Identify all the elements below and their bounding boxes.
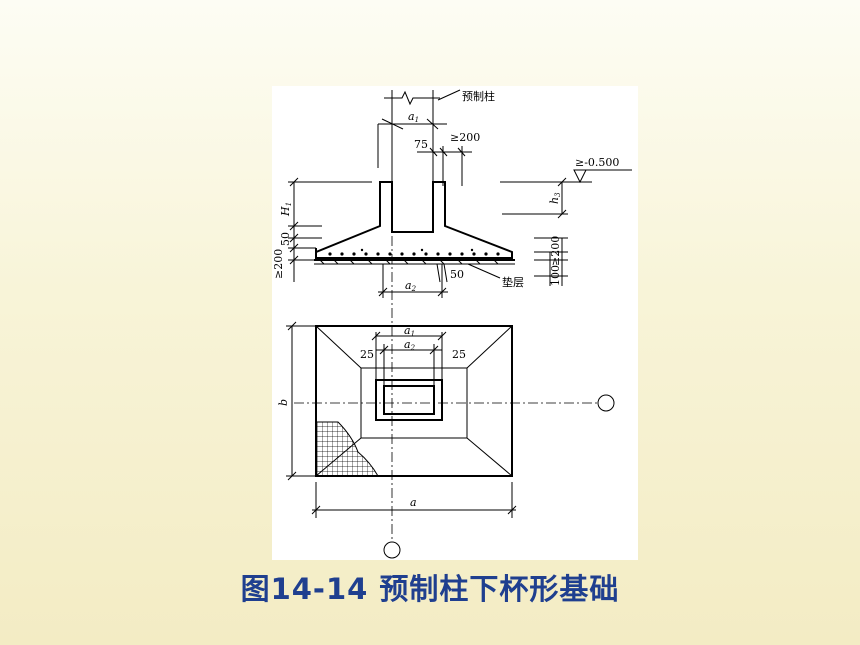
cushion-leader <box>467 263 501 279</box>
column-break-mark <box>384 90 440 106</box>
foundation-outline <box>315 181 513 259</box>
dim-100-label: 100 <box>549 265 562 286</box>
dim-200-left-label: ≥200 <box>272 249 285 279</box>
axis-bubble-right <box>597 394 615 412</box>
a-label: a <box>410 496 417 509</box>
dim-200-right-label: ≥200 <box>549 236 562 266</box>
dim-h3-tick <box>557 177 567 187</box>
dim-25-left-label: 25 <box>360 348 374 361</box>
dim-25-right-label: 25 <box>452 348 466 361</box>
plan-diagonal <box>466 325 513 369</box>
plan-dim-a-tick <box>507 505 517 515</box>
b-label: b <box>277 399 290 406</box>
dim-left-tick <box>289 233 299 243</box>
dim-left-tick <box>289 221 299 231</box>
plan-dim-b-tick <box>287 321 297 331</box>
dim-a2-tick <box>378 287 388 297</box>
foundation-drawing: 预制柱 a1 75 ≥200 ≥-0.500 <box>272 86 638 560</box>
dim-left-tick <box>289 177 299 187</box>
dim-50-right-label: 50 <box>450 268 464 281</box>
elevation-triangle <box>573 169 587 184</box>
plan-view: a1 a2 25 25 b a <box>277 321 615 559</box>
plan-dim-b-tick <box>287 471 297 481</box>
axis-bubble-bottom <box>383 541 401 559</box>
section-view: 预制柱 a1 75 ≥200 ≥-0.500 <box>272 89 632 298</box>
column-leader <box>437 89 461 101</box>
H1-label: H1 <box>279 202 293 217</box>
dim-75-label: 75 <box>414 138 428 151</box>
dim-a2-tick <box>437 287 447 297</box>
plan-outer-rect <box>315 325 513 477</box>
cup-outer <box>375 379 443 421</box>
dim-50-right-leader <box>436 263 441 283</box>
plan-diagonal <box>315 325 362 369</box>
rebar-dots <box>328 248 500 256</box>
cup-inner <box>383 385 435 415</box>
dim-50-right-leader <box>443 263 448 283</box>
cup-foundation-diagram: 预制柱 a1 75 ≥200 ≥-0.500 <box>272 89 632 559</box>
a1-label: a1 <box>408 110 419 124</box>
a2-label: a2 <box>405 279 417 293</box>
plan-dim-a-tick <box>311 505 321 515</box>
dim-left-tick <box>289 255 299 265</box>
figure-caption: 图14-14 预制柱下杯形基础 <box>240 572 620 606</box>
cushion-hatch <box>319 259 499 265</box>
cushion-label: 垫层 <box>502 275 524 289</box>
dim-75-tick <box>429 147 438 157</box>
dim-50-upper-label: 50 <box>279 232 292 246</box>
dim-left-tick <box>289 243 299 253</box>
precast-column-label: 预制柱 <box>462 89 495 103</box>
plan-dim-tick <box>429 345 439 355</box>
plan-diagonal <box>466 437 513 477</box>
plan-dim-tick <box>437 331 447 341</box>
plan-dim-tick <box>379 345 389 355</box>
dim-a1-tick <box>381 118 404 130</box>
plan-dim-tick <box>371 331 381 341</box>
elevation-label: ≥-0.500 <box>575 156 619 169</box>
dim-ge200-label: ≥200 <box>450 131 480 144</box>
h3-label: h3 <box>548 192 562 204</box>
dim-a1-tick <box>426 118 439 130</box>
plan-cutaway-hatch <box>315 421 379 477</box>
dim-h3-tick <box>557 209 567 219</box>
plan-a1-label: a1 <box>404 324 415 338</box>
plan-a2-label: a2 <box>404 338 416 352</box>
